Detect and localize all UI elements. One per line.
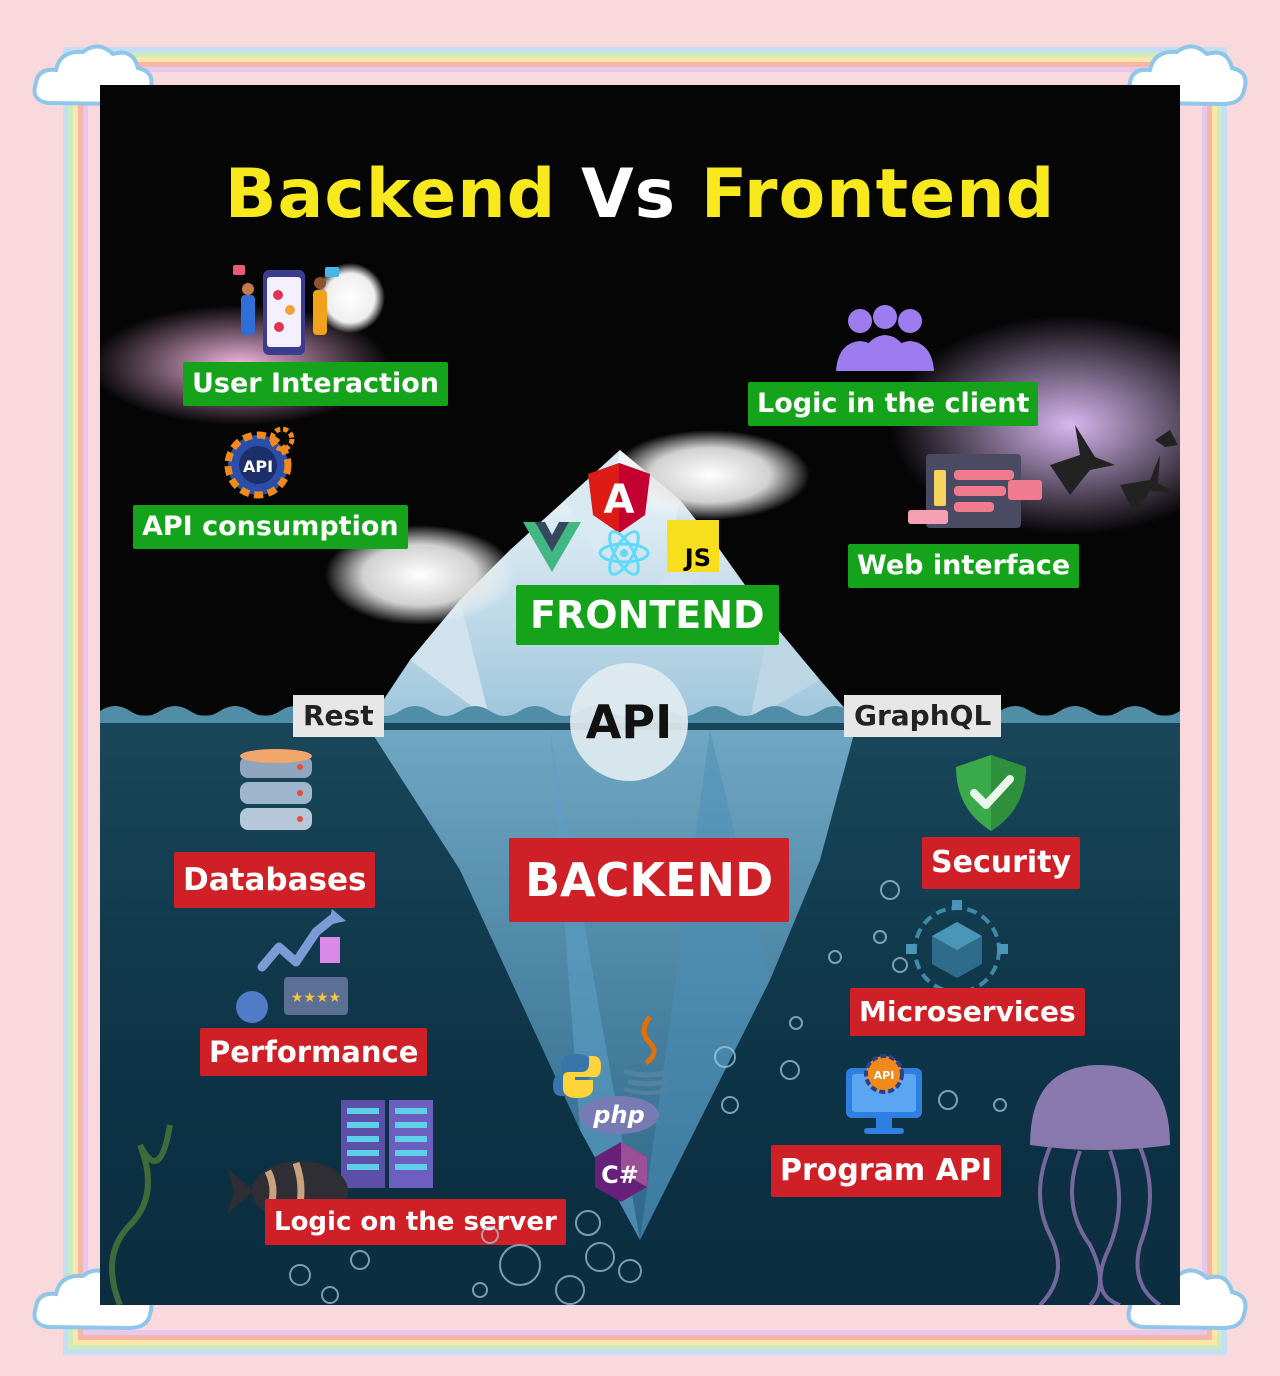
bubbles-icon [289,880,1007,1305]
label-security: Security [922,837,1081,889]
csharp-logo-icon: C# [595,1142,647,1202]
growth-chart-icon: ★★★★ [236,909,348,1023]
bird-icon [1050,425,1178,515]
seaweed-icon [109,1124,173,1305]
label-api-consumption: API consumption [133,505,408,549]
react-logo-icon [598,530,650,576]
api-monitor-icon: API [846,1054,922,1134]
php-text: php [592,1101,644,1129]
vue-logo-icon [523,522,581,572]
angular-letter: A [604,477,635,523]
rainbow-frame [78,62,1212,1340]
js-logo-icon: JS [667,520,719,572]
database-icon [240,749,312,830]
label-frontend: FRONTEND [516,585,779,645]
label-rest: Rest [293,695,384,737]
title-vs: Vs [581,155,677,234]
label-backend: BACKEND [509,838,790,922]
title-frontend: Frontend [700,155,1056,234]
csharp-text: C# [601,1161,639,1189]
web-interface-icon [908,454,1042,528]
angular-logo-icon: A [588,463,650,533]
java-logo-icon [623,1015,671,1095]
label-user-interaction: User Interaction [183,362,448,406]
api-gear-text: API [243,457,273,476]
label-performance: Performance [200,1028,428,1076]
label-microservices: Microservices [850,988,1085,1036]
infographic: Backend Vs Frontend A [100,85,1180,1305]
php-logo-icon: php [579,1096,659,1134]
python-logo-icon [553,1054,601,1098]
api-monitor-text: API [874,1069,895,1082]
js-letters: JS [683,544,711,572]
label-web-interface: Web interface [848,544,1080,588]
label-graphql: GraphQL [844,695,1002,737]
svg-text:★★★★: ★★★★ [291,990,341,1006]
moon-icon [315,263,385,333]
server-icon [341,1100,433,1188]
phone-users-icon [233,265,339,355]
label-databases: Databases [174,852,376,908]
page-title: Backend Vs Frontend [100,155,1180,234]
api-text: API [585,695,673,749]
label-logic-on-server: Logic on the server [265,1199,566,1245]
label-logic-in-client: Logic in the client [748,382,1039,426]
api-gear-icon: API [224,426,295,499]
users-group-icon [836,305,934,371]
label-program-api: Program API [771,1145,1001,1197]
title-backend: Backend [224,155,557,234]
shield-check-icon [956,755,1026,831]
api-circle: API [570,663,688,781]
white-cloud-icon [325,430,810,625]
jellyfish-icon [1030,1065,1170,1305]
